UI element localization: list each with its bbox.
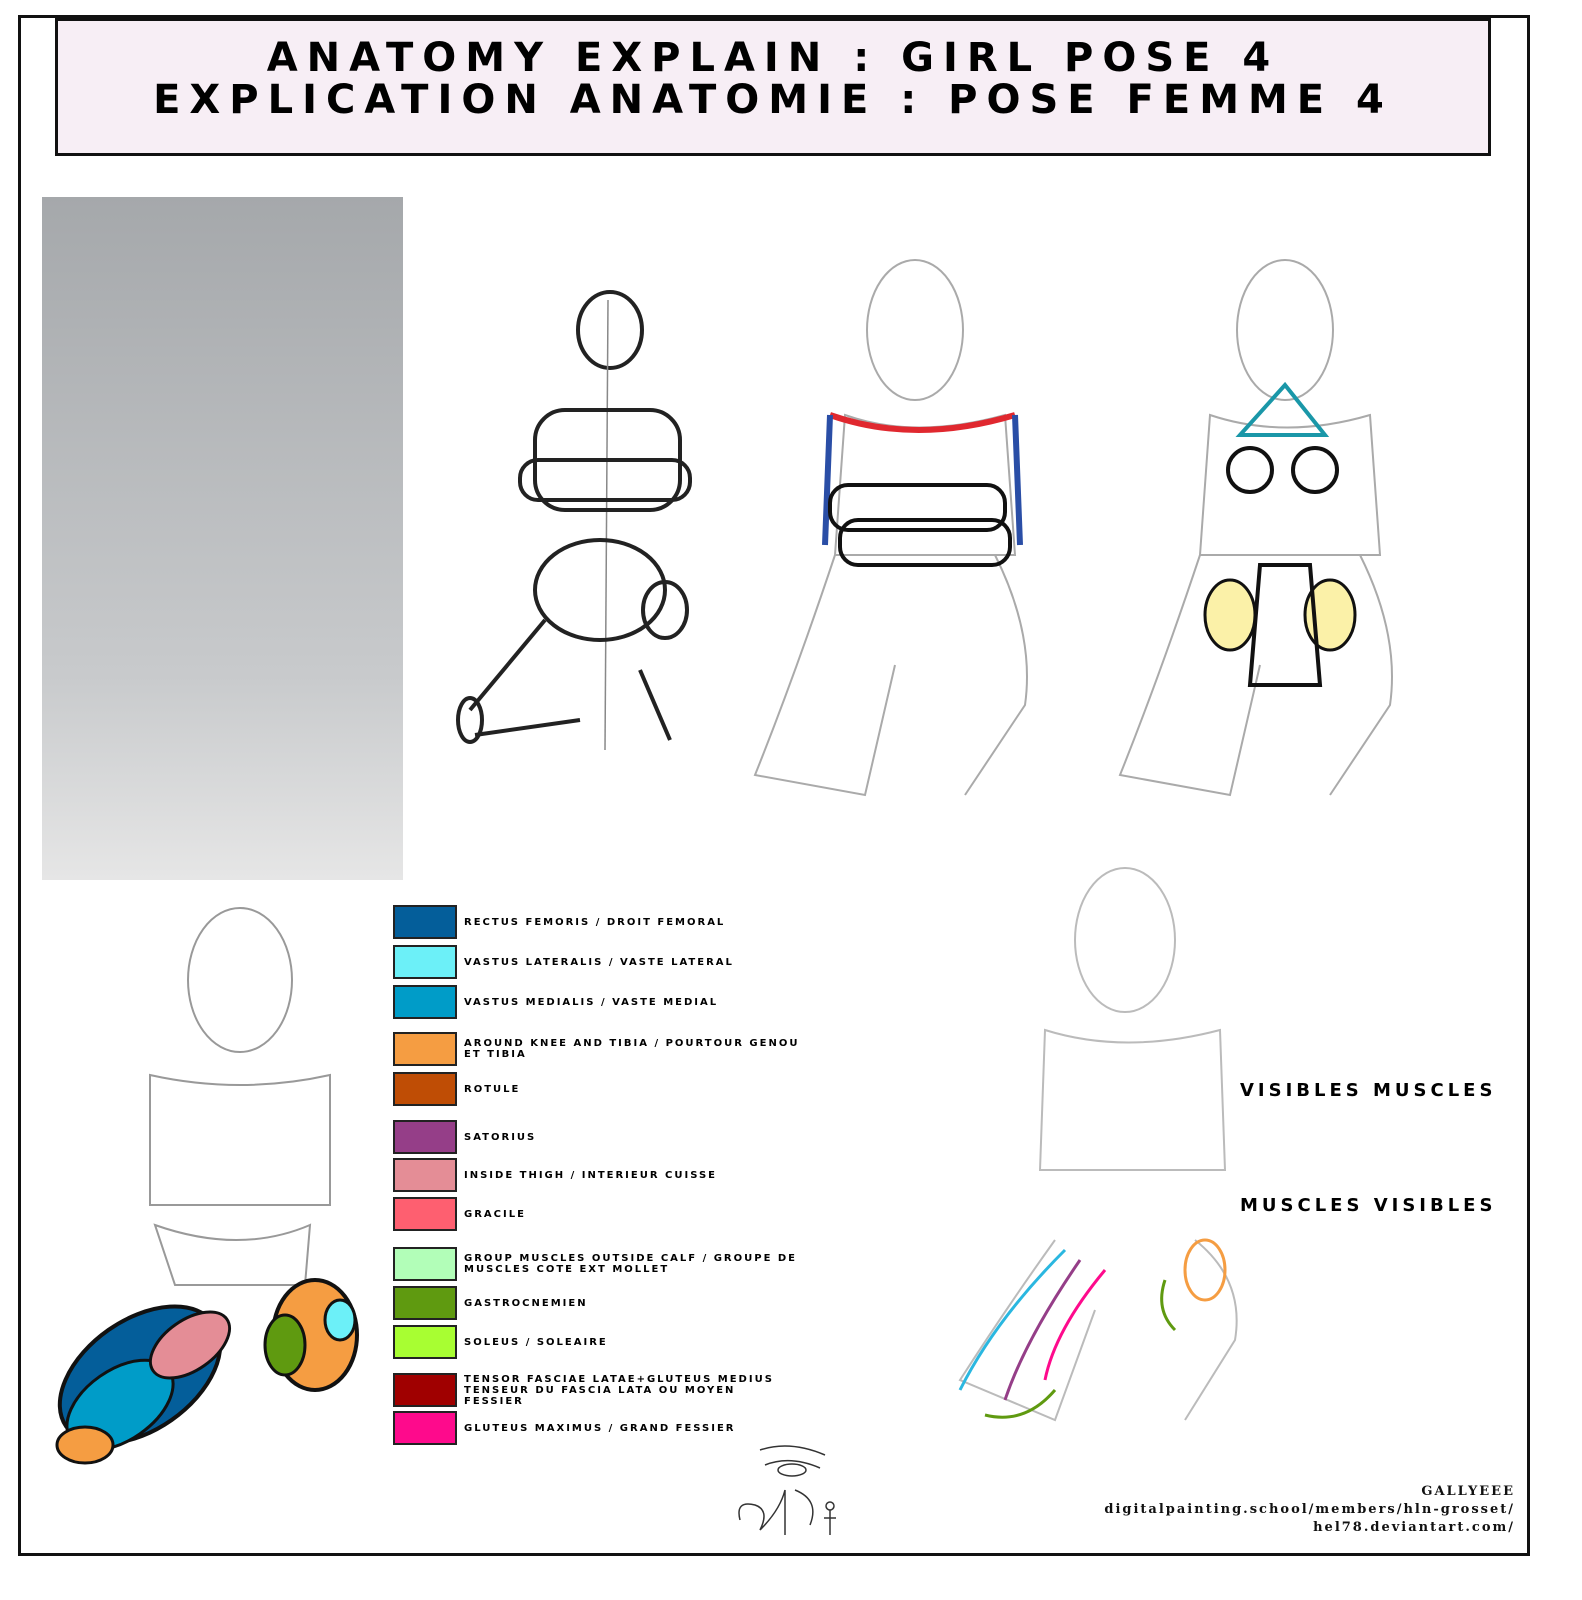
legend-item: AROUND KNEE AND TIBIA / POURTOUR GENOU E… [393, 1031, 804, 1067]
legend-label: ROTULE [464, 1083, 521, 1095]
legend-swatch [393, 1197, 457, 1231]
legend-label: AROUND KNEE AND TIBIA / POURTOUR GENOU E… [464, 1038, 800, 1060]
title-french: EXPLICATION ANATOMIE : POSE FEMME 4 [153, 77, 1393, 123]
artist-logo [738, 1445, 836, 1535]
legend-swatch [393, 1158, 457, 1192]
torso-sketch [1118, 259, 1393, 797]
page-frame [18, 15, 1530, 1556]
legend-label: RECTUS FEMORIS / DROIT FEMORAL [464, 916, 726, 928]
legend-label: GRACILE [464, 1208, 526, 1220]
legend-swatch [393, 1032, 457, 1066]
legend-label: VASTUS MEDIALIS / VASTE MEDIAL [464, 996, 719, 1008]
legend-swatch [393, 1072, 457, 1106]
legend-label: VASTUS LATERALIS / VASTE LATERAL [464, 956, 734, 968]
construction-sketch [456, 290, 692, 751]
legend-swatch [393, 1411, 457, 1445]
legend-label: TENSOR FASCIAE LATAE+GLUTEUS MEDIUS TENS… [464, 1373, 774, 1407]
legend-item: ROTULE [393, 1071, 844, 1107]
legend-label: GLUTEUS MAXIMUS / GRAND FESSIER [464, 1422, 736, 1434]
credit-link-school[interactable]: digitalpainting.school/members/hln-gross… [1104, 1502, 1515, 1517]
legend-item: VASTUS LATERALIS / VASTE LATERAL [393, 944, 844, 980]
legend-label: GROUP MUSCLES OUTSIDE CALF / GROUPE DE M… [464, 1253, 798, 1275]
legend-item: RECTUS FEMORIS / DROIT FEMORAL [393, 904, 844, 940]
leg-muscles-drawing [55, 907, 359, 1465]
legend-swatch [393, 1325, 457, 1359]
legend-item: INSIDE THIGH / INTERIEUR CUISSE [393, 1157, 844, 1193]
credit-author: GALLYEEE [1421, 1484, 1515, 1499]
legend-swatch [393, 905, 457, 939]
legend-swatch [393, 985, 457, 1019]
legend-swatch [393, 1120, 457, 1154]
legend-item: SOLEUS / SOLEAIRE [393, 1324, 844, 1360]
legend-item: GROUP MUSCLES OUTSIDE CALF / GROUPE DE M… [393, 1246, 834, 1282]
shoulders-sketch [753, 259, 1028, 797]
legend-item: VASTUS MEDIALIS / VASTE MEDIAL [393, 984, 844, 1020]
visible-muscles-label-en: VISIBLES MUSCLES [1240, 1080, 1497, 1101]
legend-label: GASTROCNEMIEN [464, 1297, 588, 1309]
legend-item: TENSOR FASCIAE LATAE+GLUTEUS MEDIUS TENS… [393, 1372, 784, 1408]
legend-label: INSIDE THIGH / INTERIEUR CUISSE [464, 1169, 717, 1181]
legend-swatch [393, 945, 457, 979]
credit-link-deviantart[interactable]: hel78.deviantart.com/ [1313, 1520, 1515, 1535]
title-banner: ANATOMY EXPLAIN : GIRL POSE 4 EXPLICATIO… [55, 18, 1491, 156]
legend-label: SOLEUS / SOLEAIRE [464, 1336, 608, 1348]
title-english: ANATOMY EXPLAIN : GIRL POSE 4 [266, 35, 1280, 81]
visible-muscles-drawing [958, 867, 1238, 1422]
legend-swatch [393, 1373, 457, 1407]
legend-swatch [393, 1286, 457, 1320]
legend-item: SATORIUS [393, 1119, 844, 1155]
legend-item: GRACILE [393, 1196, 844, 1232]
legend-item: GASTROCNEMIEN [393, 1285, 844, 1321]
legend-item: GLUTEUS MAXIMUS / GRAND FESSIER [393, 1410, 844, 1446]
legend-label: SATORIUS [464, 1131, 537, 1143]
visible-muscles-label-fr: MUSCLES VISIBLES [1240, 1195, 1497, 1216]
reference-photo [42, 197, 403, 880]
legend-swatch [393, 1247, 457, 1281]
